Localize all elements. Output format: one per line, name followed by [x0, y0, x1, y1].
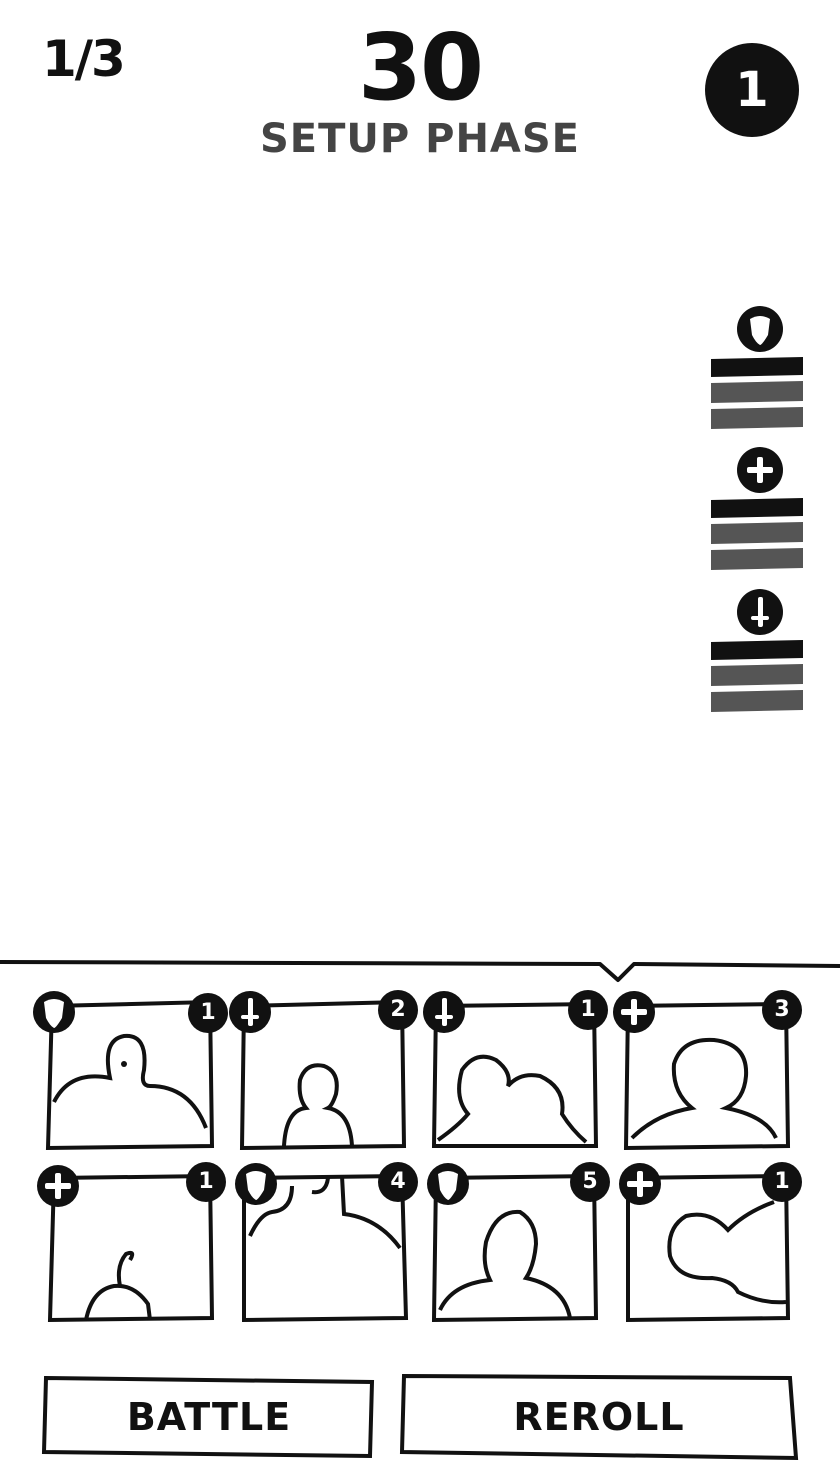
stat-bars — [711, 357, 803, 429]
shop-card[interactable]: 1 — [423, 990, 608, 1158]
cost-badge — [570, 1162, 610, 1202]
heal-icon — [737, 447, 783, 493]
shield-icon — [33, 991, 75, 1033]
shop-card[interactable]: 2 — [229, 990, 418, 1158]
card-cost: 1 — [198, 1169, 214, 1194]
cost-badge — [186, 1162, 226, 1202]
sword-icon — [423, 991, 465, 1033]
cost-badge — [762, 990, 802, 1030]
cost-badge — [378, 990, 418, 1030]
shop-card[interactable]: 1 — [616, 1162, 802, 1330]
sword-icon — [737, 589, 783, 635]
shop-card[interactable]: 1 — [33, 990, 228, 1158]
coin-counter: 1 — [705, 43, 799, 137]
shop-card[interactable]: 3 — [613, 990, 802, 1158]
shield-icon — [235, 1163, 277, 1205]
card-cost: 4 — [390, 1169, 406, 1194]
shop-card[interactable]: 5 — [424, 1162, 610, 1330]
battle-button[interactable]: BATTLE — [40, 1372, 378, 1462]
cost-badge — [762, 1162, 802, 1202]
stat-bars — [711, 498, 803, 570]
shield-icon — [737, 306, 783, 352]
round-counter: 1/3 — [42, 30, 126, 88]
card-cost: 3 — [774, 997, 790, 1022]
card-cost: 1 — [200, 1000, 216, 1025]
reroll-label: REROLL — [513, 1395, 685, 1439]
battle-label: BATTLE — [126, 1395, 292, 1439]
coin-count: 1 — [735, 62, 769, 118]
cost-badge — [568, 990, 608, 1030]
card-cost: 2 — [390, 997, 406, 1022]
heal-icon — [613, 991, 655, 1033]
shop-divider — [0, 960, 840, 982]
heal-icon — [37, 1165, 79, 1207]
heal-icon — [619, 1163, 661, 1205]
reroll-button[interactable]: REROLL — [398, 1372, 800, 1462]
cost-badge — [378, 1162, 418, 1202]
countdown-timer: 30 — [357, 14, 484, 121]
phase-label: SETUP PHASE — [259, 116, 581, 162]
card-cost: 5 — [582, 1169, 598, 1194]
cost-badge — [188, 993, 228, 1033]
shop-card[interactable]: 4 — [232, 1162, 418, 1330]
card-cost: 1 — [580, 997, 596, 1022]
sword-icon — [229, 991, 271, 1033]
stat-bars — [711, 640, 803, 712]
shop-card[interactable]: 1 — [37, 1162, 226, 1330]
shield-icon — [427, 1163, 469, 1205]
card-cost: 1 — [774, 1169, 790, 1194]
